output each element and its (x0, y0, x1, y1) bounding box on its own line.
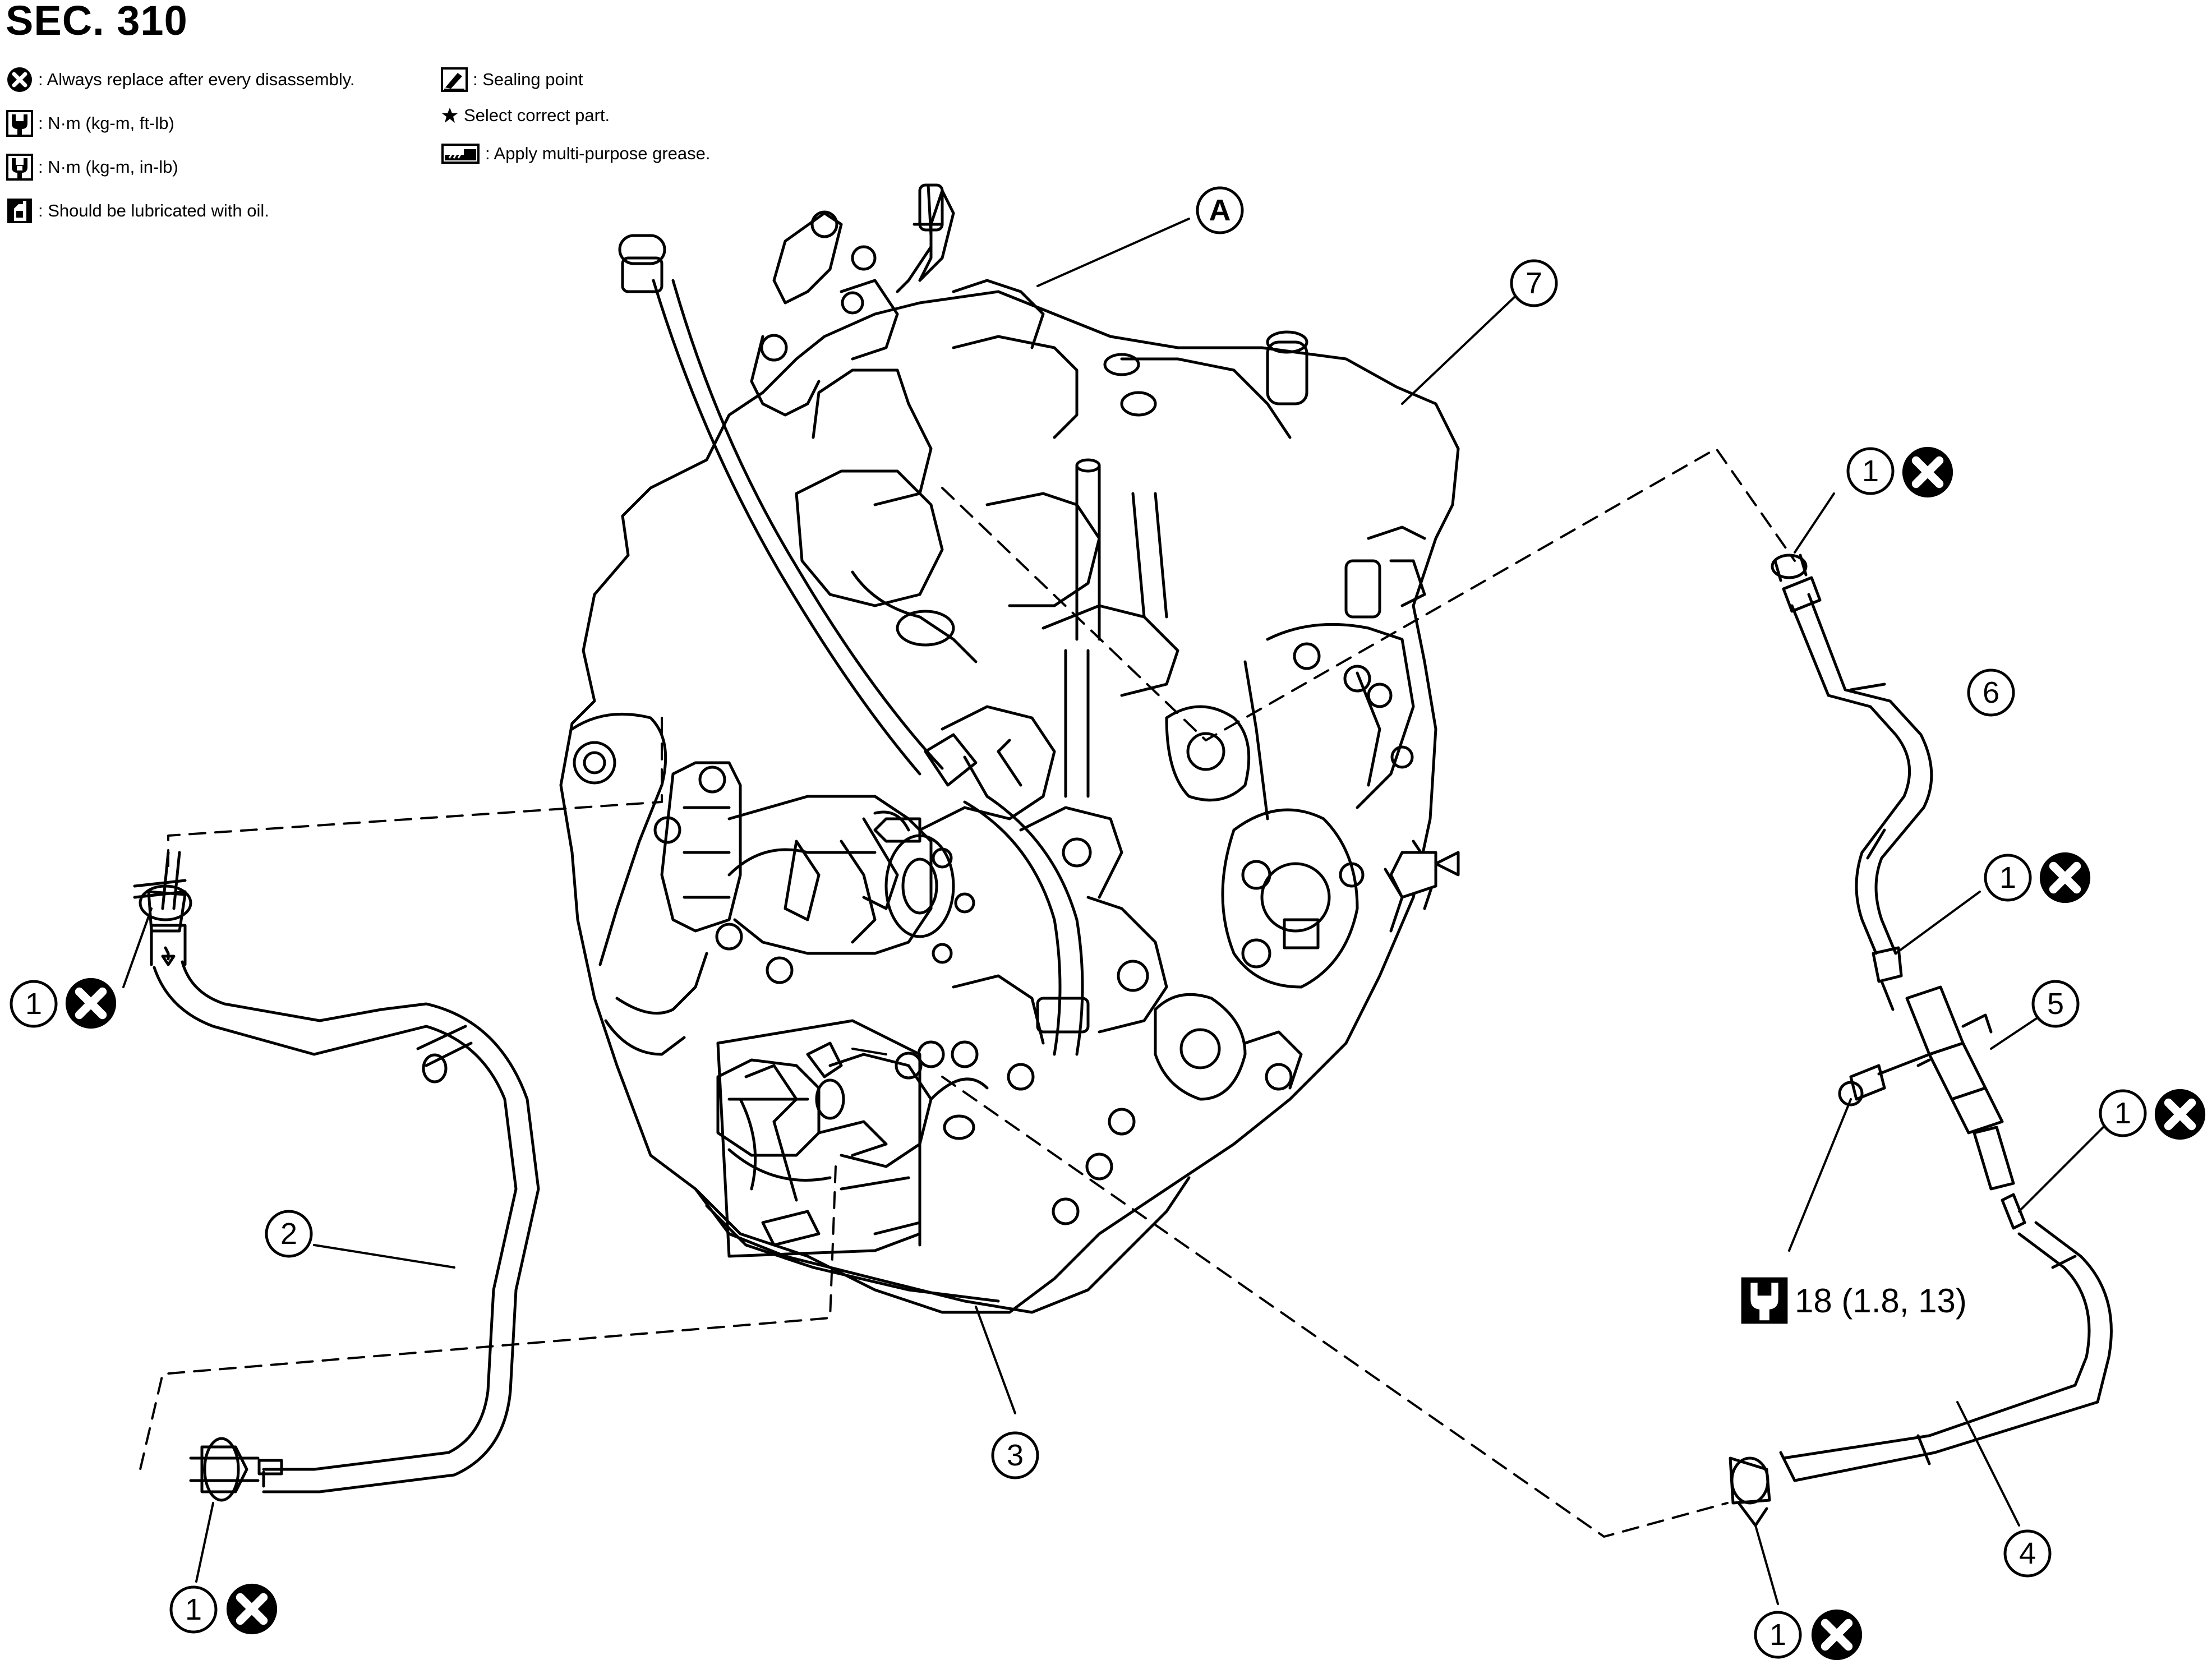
replace-x-icon (227, 1584, 277, 1634)
callout-label: 6 (1983, 676, 1999, 709)
legend-item-torque-inlb: : N·m (kg-m, in-lb) (6, 150, 178, 184)
hose-4 (1729, 1193, 2113, 1527)
callout-label: 7 (1526, 266, 1542, 300)
bolt (1838, 1053, 1931, 1106)
legend-text: : Should be lubricated with oil. (38, 201, 269, 220)
sealing-point-icon (440, 66, 468, 94)
callout-1-top-right: 1 (1846, 447, 1953, 497)
torque-wrench-small-icon (6, 153, 34, 181)
replace-x-icon (6, 66, 34, 94)
hose-6 (1771, 554, 1933, 1011)
replace-x-icon (2040, 852, 2090, 903)
callout-1-left: 1 (10, 978, 116, 1029)
replace-x-icon (66, 978, 116, 1029)
legend-item-grease: : Apply multi-purpose grease. (440, 137, 711, 170)
callout-label: 1 (1999, 861, 2016, 895)
dashed-connectors (139, 448, 1796, 1538)
callout-4: 4 (2003, 1529, 2052, 1578)
replace-x-icon (2155, 1089, 2205, 1140)
callout-label: 2 (280, 1217, 297, 1251)
legend-item-torque-ftlb: : N·m (kg-m, ft-lb) (6, 107, 174, 140)
callout-1-right: 1 (2099, 1089, 2205, 1140)
callout-label: A (1209, 193, 1231, 227)
callout-7: 7 (1510, 259, 1558, 307)
legend-text: : N·m (kg-m, in-lb) (38, 157, 178, 177)
callout-label: 1 (1769, 1618, 1786, 1652)
replace-x-icon (1812, 1610, 1862, 1660)
legend-text: : Apply multi-purpose grease. (485, 144, 711, 163)
vent-tube (618, 234, 1090, 1056)
callout-label: 1 (1862, 454, 1879, 488)
grease-icon (440, 140, 481, 168)
callout-1-mid-right: 1 (1984, 852, 2090, 903)
callout-label: 1 (185, 1593, 202, 1626)
legend-text: : Always replace after every disassembly… (38, 70, 355, 89)
callout-label: 3 (1007, 1439, 1024, 1472)
leader-lines (122, 218, 2104, 1605)
callout-a: A (1196, 186, 1244, 234)
torque-value: 18 (1.8, 13) (1795, 1282, 1967, 1320)
callout-label: 1 (25, 987, 42, 1021)
section-title: SEC. 310 (6, 0, 188, 44)
legend-text: Select correct part. (464, 105, 610, 125)
star-icon (440, 102, 459, 130)
callout-1-bottom-right: 1 (1754, 1610, 1862, 1660)
oil-can-icon (6, 197, 34, 225)
top-pin (913, 183, 944, 282)
harness-bracket (716, 1019, 921, 1258)
legend-text: : N·m (kg-m, ft-lb) (38, 113, 174, 133)
legend-item-sealing: : Sealing point (440, 63, 583, 96)
callout-5: 5 (2031, 980, 2080, 1028)
torque-wrench-icon (1741, 1277, 1788, 1324)
hose-2 (133, 851, 540, 1502)
callout-label: 4 (2019, 1537, 2036, 1570)
torque-spec: 18 (1.8, 13) (1741, 1277, 1967, 1324)
callout-3: 3 (991, 1431, 1039, 1479)
callout-6: 6 (1967, 668, 2015, 717)
callout-2: 2 (265, 1210, 313, 1258)
legend-text: : Sealing point (473, 70, 583, 89)
replace-x-icon (1902, 447, 1953, 497)
callout-1-bottom-left: 1 (169, 1584, 277, 1634)
valve-5 (1905, 985, 2015, 1191)
torque-wrench-icon (6, 109, 34, 137)
transaxle-assembly (559, 183, 1460, 1314)
legend-item-replace: : Always replace after every disassembly… (6, 63, 355, 96)
legend-item-oil: : Should be lubricated with oil. (6, 194, 269, 228)
callout-label: 5 (2047, 987, 2064, 1021)
callout-label: 1 (2114, 1096, 2131, 1130)
legend-item-select-part: Select correct part. (440, 99, 610, 132)
